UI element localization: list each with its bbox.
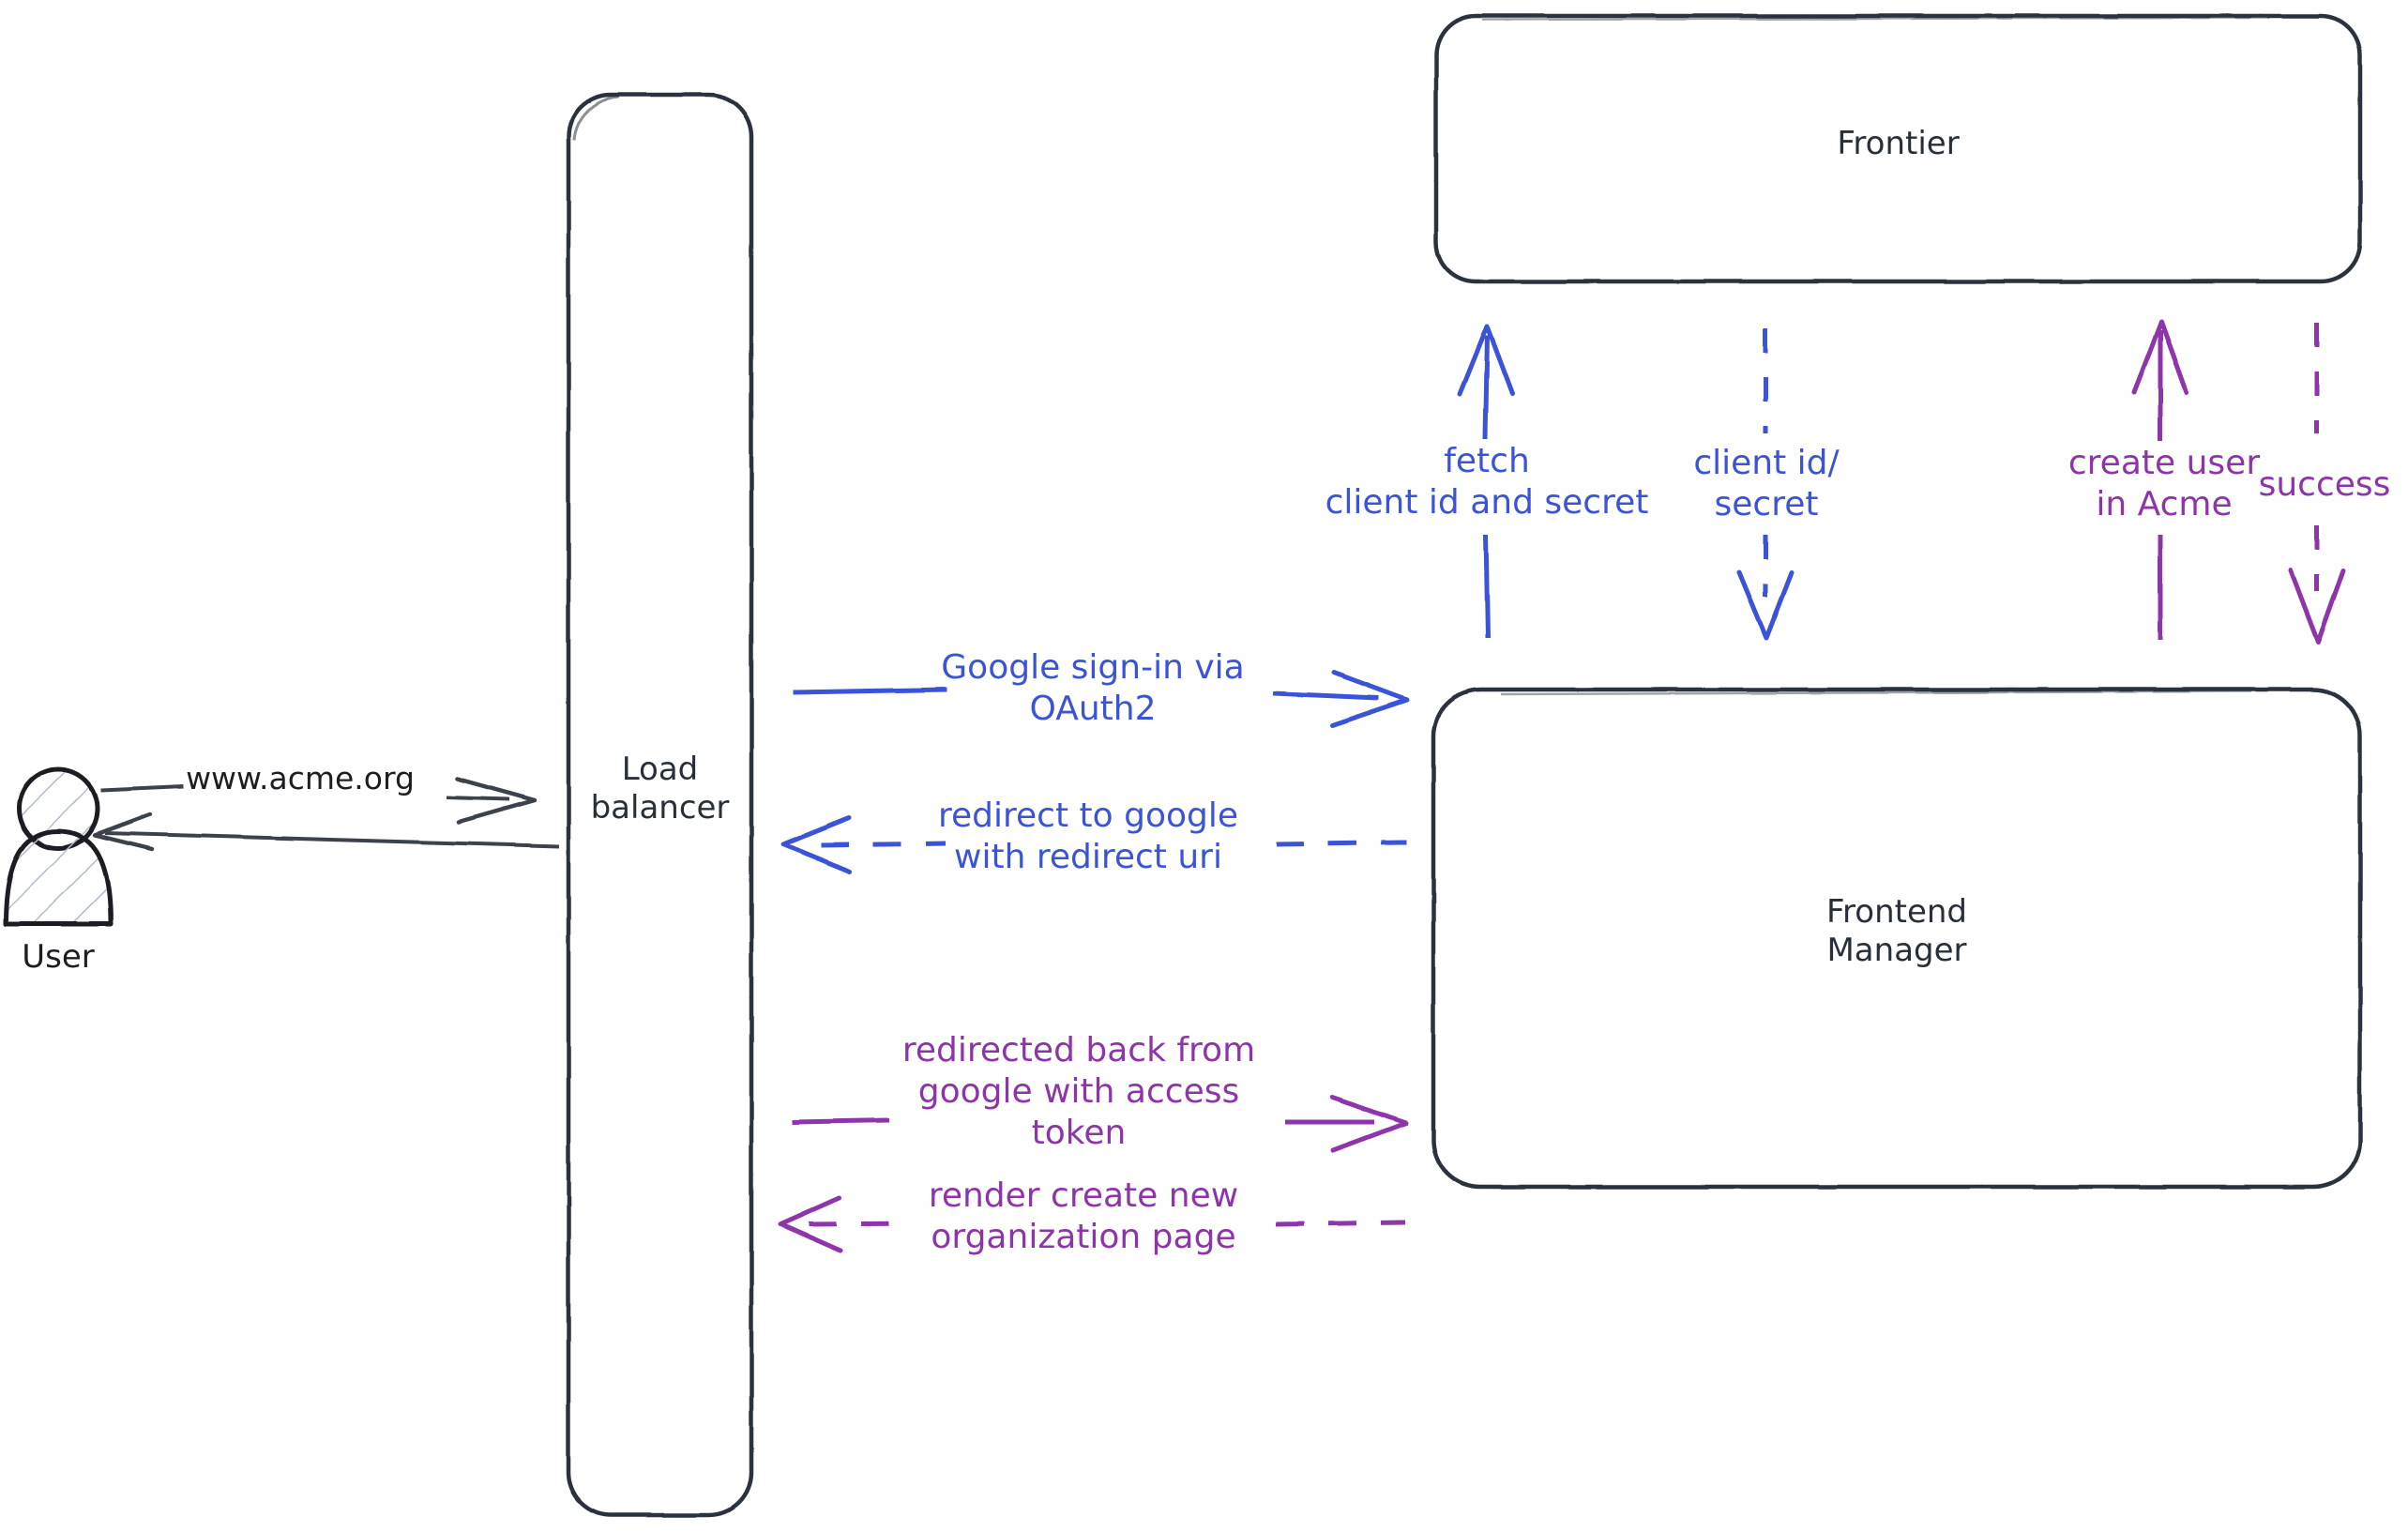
node-frontier[interactable] [1433,13,2363,284]
edge-frontier-to-fm-creds [1736,328,1795,641]
edge-fm-to-frontier-fetch [1457,324,1515,639]
edge-fm-to-lb-redirect [780,815,1408,874]
edge-fm-to-lb-render [778,1195,1406,1253]
edge-frontier-to-fm-success [2288,323,2346,645]
node-load-balancer[interactable] [566,92,754,1518]
edge-lb-to-fm-token [792,1095,1409,1153]
edge-fm-to-frontier-user [2131,319,2189,640]
node-frontend-manager[interactable] [1431,687,2363,1190]
edge-user-to-lb [100,776,538,825]
node-user[interactable] [3,766,114,927]
edge-lb-to-user [92,812,560,852]
edge-lb-to-fm-signin [793,670,1410,728]
